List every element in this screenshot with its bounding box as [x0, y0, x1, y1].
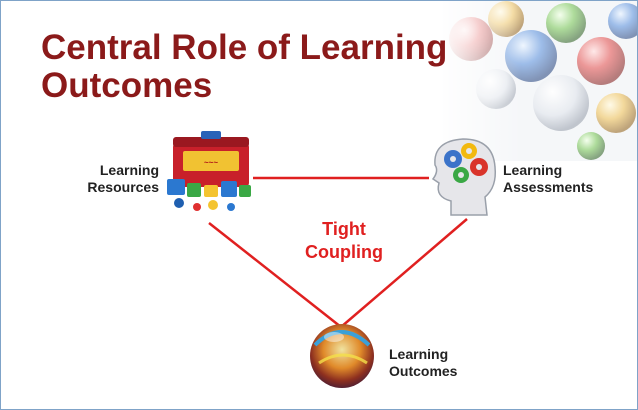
tight-coupling-line2: Coupling — [305, 242, 383, 262]
learning-resources-label-line2: Resources — [87, 179, 159, 195]
tight-coupling-label: Tight Coupling — [289, 218, 399, 264]
connector-assessments-outcomes — [340, 218, 468, 328]
marble-icon — [310, 324, 374, 388]
head-gears-icon — [431, 138, 497, 216]
learning-resources-label: Learning Resources — [79, 162, 159, 196]
learning-assessments-label-line2: Assessments — [503, 179, 594, 195]
marbles-decoration — [441, 1, 637, 161]
svg-text:~~~: ~~~ — [204, 158, 218, 167]
learning-outcomes-label-line1: Learning — [389, 346, 449, 362]
learning-outcomes-label: Learning Outcomes — [389, 346, 457, 380]
slide-title: Central Role of Learning Outcomes — [41, 28, 448, 105]
toolbox-icon: ~~~ — [167, 131, 251, 211]
learning-assessments-label: Learning Assessments — [503, 162, 593, 196]
learning-resources-label-line1: Learning — [99, 162, 159, 178]
tight-coupling-line1: Tight — [322, 219, 366, 239]
learning-assessments-label-line1: Learning — [503, 162, 563, 178]
learning-outcomes-label-line2: Outcomes — [389, 363, 458, 379]
connector-lines — [208, 176, 468, 328]
connector-resources-outcomes — [208, 222, 342, 328]
